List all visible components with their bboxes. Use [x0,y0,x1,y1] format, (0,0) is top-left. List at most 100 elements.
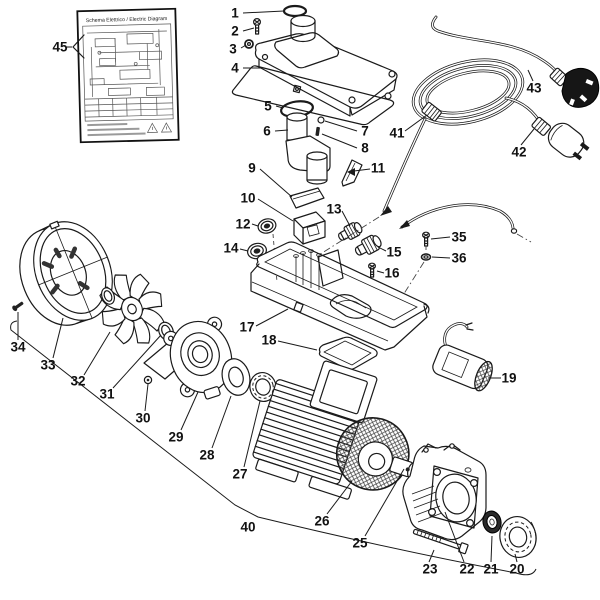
motor-flange-part-29 [163,316,239,400]
hose-fitting-part-15 [354,234,382,256]
schuko-plug-part-42 [531,116,590,161]
callout-30: 30 [135,383,151,426]
cord-coil [411,58,525,126]
callout-42: 42 [511,128,535,160]
svg-text:5: 5 [264,99,272,114]
ring-part-3 [244,39,254,49]
screw-part-35 [422,231,431,247]
callout-31: 31 [99,334,162,402]
callout-3: 3 [229,42,247,57]
cover-assembly [231,4,398,185]
ball-part-7 [317,116,325,124]
callout-11: 11 [347,161,386,176]
fan-shroud-part-33 [19,220,113,326]
svg-text:40: 40 [240,520,255,535]
svg-text:43: 43 [526,81,542,96]
screw-part-34 [12,301,24,312]
callout-25: 25 [352,468,405,551]
screw-part-16 [368,262,377,278]
svg-text:22: 22 [459,562,474,577]
callout-20: 20 [509,553,525,577]
callout-5: 5 [264,99,284,114]
callout-4: 4 [231,61,262,76]
svg-text:17: 17 [239,320,254,335]
callout-29: 29 [168,391,199,445]
screw-part-2 [253,18,262,35]
svg-text:45: 45 [52,40,68,55]
callout-28: 28 [199,395,232,463]
bearing-part-20 [499,516,537,558]
callout-9: 9 [248,161,293,198]
callout-17: 17 [239,308,289,335]
svg-text:2: 2 [231,24,239,39]
callout-10: 10 [240,191,294,222]
svg-text:23: 23 [422,562,438,577]
bolt-part-23 [412,528,469,555]
svg-text:20: 20 [509,562,524,577]
svg-text:21: 21 [483,562,499,577]
callout-34: 34 [10,312,26,355]
cord-end-arrowhead [380,206,392,216]
electric-diagram-card: Schema Elettrico / Electric Diagram [76,7,180,144]
seal-ring-part-28 [221,358,251,396]
callout-41: 41 [389,114,428,141]
pump-housing-part-22 [402,443,487,541]
svg-text:13: 13 [326,202,342,217]
callout-23: 23 [422,549,438,577]
svg-text:30: 30 [135,411,150,426]
basin-internals [293,249,372,319]
svg-text:11: 11 [371,161,386,176]
switch-block-part-10 [293,211,326,245]
svg-text:6: 6 [263,124,271,139]
callout-26: 26 [314,480,353,529]
svg-text:26: 26 [314,514,330,529]
pin-part-8 [315,126,320,137]
callout-36: 36 [431,251,467,266]
svg-text:8: 8 [361,141,369,156]
washer-part-36 [420,253,432,261]
pressure-tube [399,203,532,243]
schema-footnote-bars [87,123,146,137]
retaining-ring-part-31a [100,287,116,305]
svg-text:27: 27 [232,467,247,482]
callout-45-arrowhead [72,34,85,59]
callout-43: 43 [526,69,542,96]
svg-text:32: 32 [70,374,85,389]
svg-text:42: 42 [511,145,526,160]
grommet-part-12 [257,218,277,234]
callout-18: 18 [261,333,318,351]
callout-32: 32 [70,331,111,389]
uk-plug-part-43 [549,67,600,108]
callout-13: 13 [326,202,351,227]
svg-text:35: 35 [451,230,467,245]
callout-22: 22 [444,511,475,577]
callout-45: 45 [52,40,72,55]
circuit-doodles [86,29,167,97]
callout-35: 35 [430,230,467,245]
basin-gasket-part-18 [318,336,378,371]
motor-terminal-box [309,360,378,424]
schema-table [84,96,174,118]
callout-21: 21 [483,535,499,577]
seal-part-21 [482,510,502,534]
group-bracket-line-40 [10,320,537,576]
cable-gland-part-41 [421,101,442,122]
svg-text:29: 29 [168,430,183,445]
svg-text:12: 12 [235,217,250,232]
nut-part-30 [143,375,153,385]
svg-text:7: 7 [361,124,369,139]
tank-cover [254,14,398,117]
svg-text:31: 31 [99,387,115,402]
callout-2: 2 [231,24,255,39]
electric-motor-part-26 [252,360,417,500]
svg-text:3: 3 [229,42,237,57]
svg-text:9: 9 [248,161,256,176]
svg-text:15: 15 [386,245,402,260]
warning-triangle-icon [146,122,173,133]
callout-14: 14 [223,241,249,256]
callout-15: 15 [377,245,402,260]
callout-8: 8 [321,133,369,156]
svg-text:36: 36 [451,251,467,266]
